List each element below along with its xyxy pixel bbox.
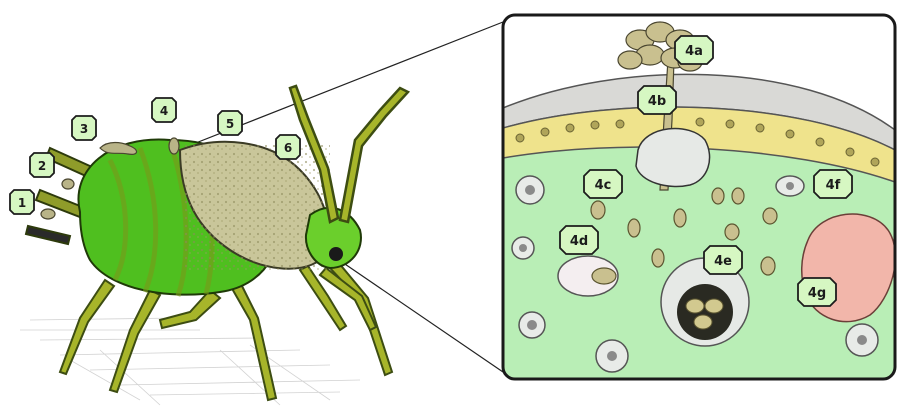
aphid-label-6: 6 [276,135,300,159]
aphid-label-5: 5 [218,111,242,135]
aphid-label-3: 3 [72,116,96,140]
inset-label-4b: 4b [638,86,676,114]
inset-label-4d-text: 4d [570,234,588,249]
aphid-label-3-text: 3 [80,122,88,136]
inset-label-4c: 4c [584,170,622,198]
aphid-label-4-text: 4 [160,104,168,118]
inset-label-4f-text: 4f [826,178,841,193]
aphid-label-1-text: 1 [18,196,26,210]
aphid-label-2-text: 2 [38,159,46,173]
aphid-eye [329,247,343,261]
inset-label-4e-text: 4e [714,254,732,269]
aphid-label-2: 2 [30,153,54,177]
aphid-label-4: 4 [152,98,176,122]
inset-label-4d: 4d [560,226,598,254]
aphid-label-5-text: 5 [226,117,234,131]
aphid-label-6-text: 6 [284,141,292,155]
inset-label-4g: 4g [798,278,836,306]
inset-label-4a-text: 4a [685,44,703,59]
inset-panel: 4a 4b 4c 4d 4e [503,15,895,379]
inset-label-4e: 4e [704,246,742,274]
aphid-label-1: 1 [10,190,34,214]
inset-label-4b-text: 4b [648,94,666,109]
inset-label-4f: 4f [814,170,852,198]
appressorium [636,129,710,187]
inset-label-4a: 4a [675,36,713,64]
inset-label-4g-text: 4g [808,286,826,301]
inset-label-4c-text: 4c [595,178,612,193]
